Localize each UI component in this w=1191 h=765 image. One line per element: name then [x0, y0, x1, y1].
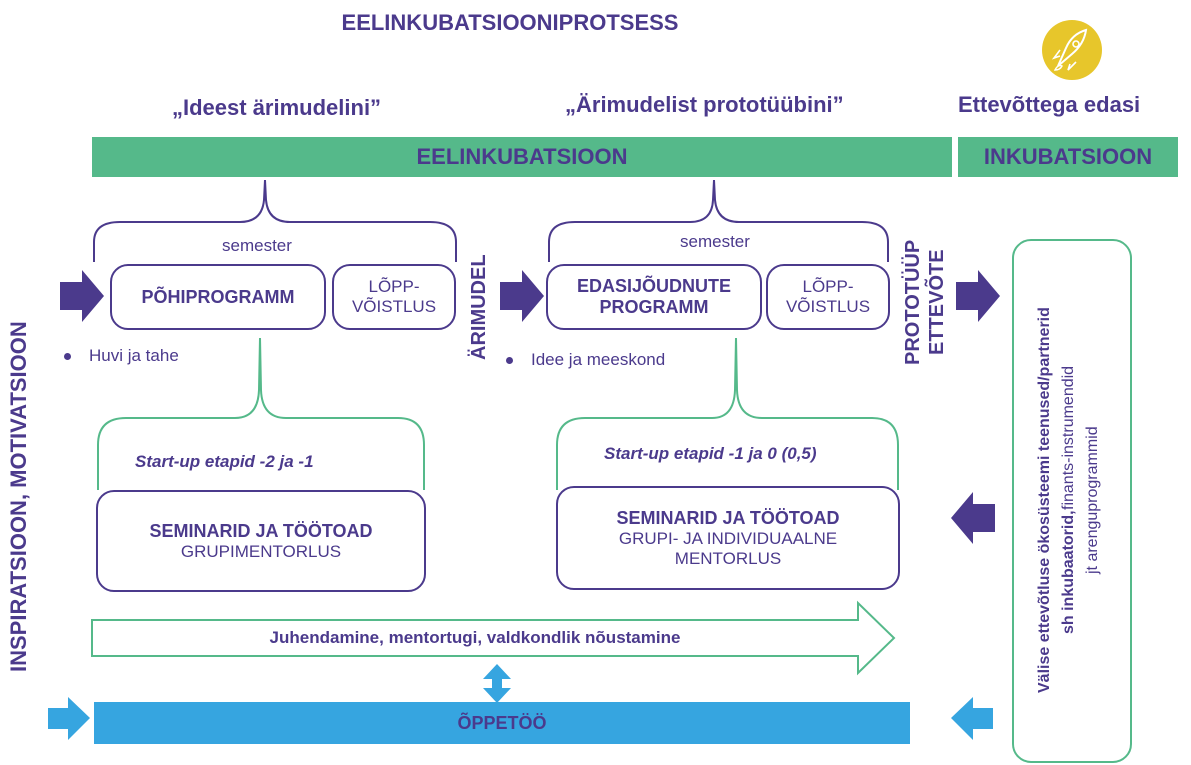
phase-title-prototype: „Ärimudelist prototüübini” [565, 92, 844, 117]
middle-final-line2: VÕISTLUS [785, 297, 871, 316]
bullet-dot [506, 356, 513, 364]
bullet-dot [64, 352, 71, 360]
middle-final-competition-box: LÕPP- VÕISTLUS [766, 264, 890, 330]
arrow-to-incubation [956, 270, 1000, 322]
incubation-band: INKUBATSIOON [958, 137, 1178, 177]
teaching-bar: ÕPPETÖÖ [94, 702, 910, 744]
advanced-program-box: EDASIJÕUDNUTE PROGRAMM [546, 264, 762, 330]
left-final-line1: LÕPP- [368, 277, 420, 296]
advanced-program-line1: EDASIJÕUDNUTE [576, 276, 732, 296]
guidance-arrow-text: Juhendamine, mentortugi, valdkondlik nõu… [269, 628, 681, 647]
ecosystem-line2: sh inkubaatorid, finants-instrumendid [1060, 242, 1078, 758]
middle-stage-brace [556, 337, 899, 490]
middle-semester-brace [548, 179, 889, 262]
left-semester-label: semester [222, 236, 292, 255]
blue-double-arrow [483, 664, 511, 703]
middle-final-line1: LÕPP- [802, 277, 854, 296]
ecosystem-line2-rest: finants-instrumendid [1060, 366, 1077, 511]
middle-seminar-sub-line1: GRUPI- JA INDIVIDUAALNE [618, 528, 838, 548]
arrow-back-from-ecosystem [951, 492, 995, 544]
middle-semester-label: semester [680, 232, 750, 251]
arrow-into-main-program [60, 270, 104, 322]
arrow-into-advanced-program [500, 270, 544, 322]
ecosystem-line3: jt arenguprogrammid [1084, 426, 1101, 574]
left-bullet-text: Huvi ja tahe [89, 346, 179, 365]
company-label: ETTEVÕTE [926, 249, 948, 355]
left-seminar-sub: GRUPIMENTORLUS [180, 541, 342, 561]
left-stages-label: Start-up etapid -2 ja -1 [135, 452, 314, 471]
left-seminar-title: SEMINARID JA TÖÖTOAD [149, 520, 373, 541]
left-stage-brace [97, 337, 425, 490]
diagram-title: EELINKUBATSIOONIPROTSESS [341, 10, 679, 35]
ecosystem-line2-bold: sh inkubaatorid, [1060, 510, 1077, 634]
blue-arrow-left [48, 697, 90, 740]
left-semester-brace [93, 179, 457, 262]
teaching-bar-label: ÕPPETÖÖ [457, 712, 547, 733]
left-bullet-item: Huvi ja tahe [64, 346, 179, 366]
middle-bullet-text: Idee ja meeskond [531, 350, 666, 369]
inspiration-motivation-label: INSPIRATSIOON, MOTIVATSIOON [6, 321, 31, 673]
preincubation-band: EELINKUBATSIOON [92, 137, 952, 177]
phase-title-company: Ettevõttega edasi [958, 92, 1141, 117]
ecosystem-panel-outline [1012, 239, 1132, 763]
main-program-label: PÕHIPROGRAMM [141, 286, 295, 307]
middle-bullet-item: Idee ja meeskond [506, 350, 665, 370]
phase-title-ideas: „Ideest ärimudelini” [172, 95, 382, 120]
blue-arrow-right [951, 697, 993, 740]
prototype-label: PROTOTÜÜP [902, 239, 924, 365]
left-seminar-box: SEMINARID JA TÖÖTOAD GRUPIMENTORLUS [96, 490, 426, 592]
middle-seminar-sub-line2: MENTORLUS [674, 548, 782, 568]
left-final-competition-box: LÕPP- VÕISTLUS [332, 264, 456, 330]
main-program-box: PÕHIPROGRAMM [110, 264, 326, 330]
middle-seminar-title: SEMINARID JA TÖÖTOAD [616, 507, 840, 528]
guidance-arrow-outline [91, 600, 896, 676]
left-final-line2: VÕISTLUS [351, 297, 437, 316]
ecosystem-line1: Välise ettevõtluse ökosüsteemi teenused/… [1036, 307, 1053, 693]
incubation-label: INKUBATSIOON [983, 144, 1153, 169]
business-model-label: ÄRIMUDEL [468, 254, 490, 360]
middle-seminar-box: SEMINARID JA TÖÖTOAD GRUPI- JA INDIVIDUA… [556, 486, 900, 590]
rocket-icon [1042, 20, 1102, 80]
advanced-program-line2: PROGRAMM [599, 297, 709, 317]
preincubation-label: EELINKUBATSIOON [416, 144, 628, 169]
middle-stages-label: Start-up etapid -1 ja 0 (0,5) [604, 444, 817, 463]
